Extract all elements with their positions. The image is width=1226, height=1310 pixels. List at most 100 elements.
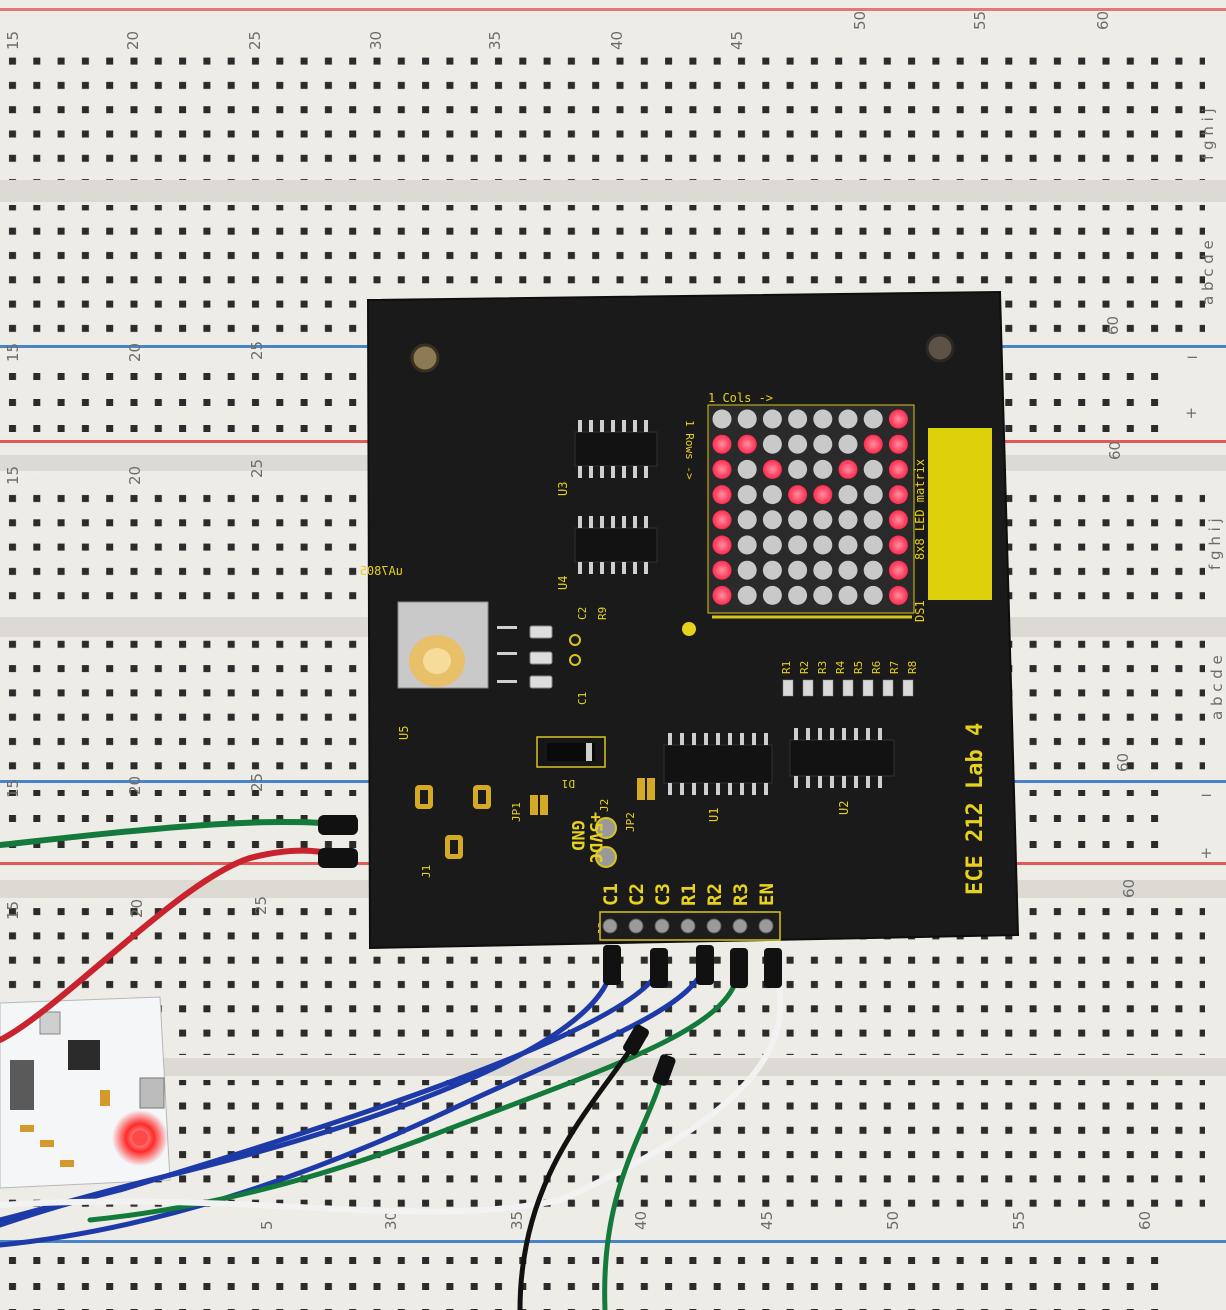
row-number: 45 [728,31,746,50]
led-off [788,510,808,530]
microcontroller-board [0,996,171,1189]
led-off [863,459,883,479]
label-d1: D1 [562,777,575,790]
header-pin[interactable] [628,918,644,934]
led-off [788,560,808,580]
label-c2: C2 [576,607,589,620]
terminal-strip-bottom[interactable] [0,1080,1205,1215]
row-number: 60 [1106,441,1124,460]
led-off [863,585,883,605]
rail-plus-label: + [1200,844,1213,862]
label-r2: R2 [798,661,811,674]
led-off [788,535,808,555]
led-off [863,560,883,580]
ic-u1: U1 [663,733,773,822]
header-pin[interactable] [654,918,670,934]
jumpers-and-pads: JP1 JP2 J2 J1 J3 GND +5VDC [415,778,655,935]
white-wire [0,967,784,1215]
header-pin[interactable] [758,918,774,934]
led-off [863,485,883,505]
header-pin-label: C1 [600,883,622,906]
led-off [762,510,782,530]
led-off [813,560,833,580]
led-off [838,434,858,454]
ic-u2: U2 [789,728,895,815]
row-numbers-lower: 15 20 25 60 [4,879,1138,920]
led-off [737,560,757,580]
header-pin-label: C3 [652,883,674,906]
smd-components: C2 R9 C1 [529,607,609,705]
led-off [788,585,808,605]
led-off [737,535,757,555]
led-on [888,485,908,505]
header-pin[interactable] [602,918,618,934]
row-number: 60 [1094,11,1112,30]
led-off [762,535,782,555]
led-off [813,409,833,429]
led-on [712,434,732,454]
resistor-array: R1 R2 R3 R4 R5 R6 R7 R8 [780,660,919,697]
label-r9: R9 [596,607,609,620]
column-letters-lower: a b c d e [1208,655,1226,720]
row-number: 45 [758,1211,776,1230]
row-number: 60 [1104,316,1122,335]
led-on [888,585,908,605]
power-rail-bottom[interactable] [0,1250,1170,1310]
led-off [863,409,883,429]
led-on [712,510,732,530]
row-number: 55 [1010,1211,1028,1230]
led-on [813,485,833,505]
row-number: 5 [258,1220,276,1230]
led-off [813,585,833,605]
led-off [762,560,782,580]
row-numbers-lower-middle: 15 20 25 60 [4,753,1132,798]
led-on [712,585,732,605]
led-on [888,434,908,454]
green-wire [87,967,741,1223]
label-j1: J1 [420,865,433,878]
header-pin-label: R1 [678,883,700,906]
led-off [863,510,883,530]
row-number: 25 [248,459,266,478]
led-off [762,585,782,605]
column-letters-upper: f g h i j [1199,108,1217,160]
row-number: 25 [246,31,264,50]
label-r6: R6 [870,661,883,674]
diode-d1: D1 [536,736,606,790]
led-off [813,434,833,454]
board-title: ECE 212 Lab 4 [963,723,988,895]
header-pin-label: R3 [730,883,752,906]
led-on [712,459,732,479]
header-pin[interactable] [732,918,748,934]
led-off [838,585,858,605]
rows-label: 1 Rows -> [683,420,696,480]
row-number: 15 [4,901,22,920]
header-pin[interactable] [680,918,696,934]
led-off [762,485,782,505]
green-wire [602,1062,668,1310]
led-on [712,560,732,580]
row-number: 25 [248,773,266,792]
terminal-strip-fghij[interactable] [0,42,1205,182]
led-on [888,459,908,479]
led-off [788,434,808,454]
led-off [813,510,833,530]
ds1-label: DS1 [913,600,927,622]
header-pin[interactable] [706,918,722,934]
row-numbers-top: 15 20 25 30 35 40 45 50 55 60 [4,11,1112,50]
led-on [888,535,908,555]
led-off [813,535,833,555]
label-u4: U4 [556,576,570,590]
led-off [737,409,757,429]
label-j2: J2 [598,799,611,812]
led-off [838,510,858,530]
led-off [838,485,858,505]
row-number: 20 [126,466,144,485]
header-pin-label: EN [756,883,778,906]
silkscreen-block [928,428,992,600]
label-r4: R4 [834,660,847,674]
row-number: 20 [124,31,142,50]
